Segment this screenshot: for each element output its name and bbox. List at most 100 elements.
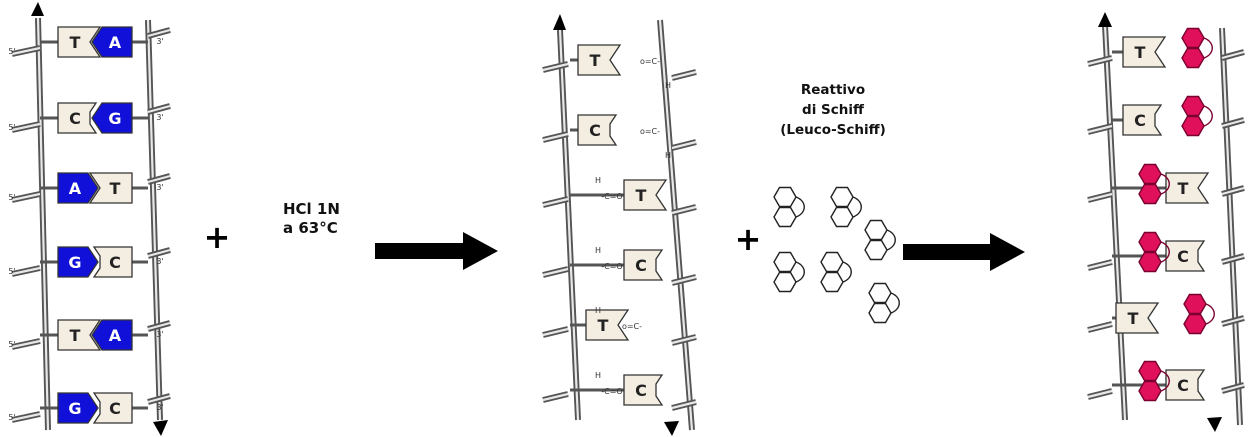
schiff-molecule-2-bridge (886, 229, 896, 251)
p2-conn-left-4-core (542, 327, 569, 337)
pair-0-right-shape (91, 26, 133, 58)
p2-left-backbone-core (558, 29, 580, 421)
p3-schiff-bound-1-ring-1 (1181, 95, 1205, 117)
pair-0-left-letter: T (70, 33, 81, 52)
p3-schiff-bound-3-bridge (1160, 241, 1170, 263)
p2-conn-left-1-core (542, 132, 569, 142)
connector-right-3-core (147, 248, 171, 258)
p2-strand-arrow (664, 421, 679, 436)
pair-5-right-shape (92, 392, 133, 424)
schiff-reagent-label: Reattivo di Schiff (Leuco-Schiff) (758, 80, 908, 140)
p2-base-1-shape (577, 114, 618, 146)
reagent-line-2: di Schiff (802, 102, 864, 118)
schiff-molecule-3-ring-2 (773, 271, 797, 293)
p3-base-4-letter: T (1128, 309, 1139, 328)
connector-left-0-core (11, 46, 41, 56)
p3-base-3-letter: C (1177, 247, 1189, 266)
connector-right-2-core (147, 174, 171, 184)
p2-base-5-shape (623, 374, 664, 406)
p3-base-5-shape (1165, 369, 1206, 401)
p3-schiff-bound-5-bridge (1160, 370, 1170, 392)
schiff-molecule-4-bridge (842, 261, 852, 283)
schiff-molecule-2-ring-1 (864, 219, 888, 241)
plus-sign-1: + (204, 218, 231, 256)
p3-base-2-shape (1165, 172, 1210, 204)
schiff-molecule-5-ring-2 (868, 302, 892, 324)
connector-right-4-core (147, 321, 171, 331)
end-3-label-3: 3' (156, 257, 163, 266)
p3-schiff-bound-4-ring-1 (1183, 293, 1207, 315)
p2-base-3-shape (623, 249, 664, 281)
pair-1-right-letter: G (108, 109, 121, 128)
pair-1-left-shape (57, 102, 98, 134)
p2-conn-left-5-core (542, 392, 569, 402)
connector-left-5-core (11, 412, 41, 422)
p3-conn-right-0-core (1221, 50, 1245, 60)
pair-4-left-shape (57, 319, 102, 351)
pair-5-left-shape (57, 392, 99, 424)
p3-schiff-bound-1-bridge (1203, 105, 1213, 127)
p3-conn-right-1-core (1221, 118, 1245, 128)
pair-3-left-letter: G (68, 253, 81, 272)
p2-base-2-shape (623, 179, 668, 211)
p3-schiff-bound-2-ring-2 (1138, 183, 1162, 205)
p2-base-4-letter: T (598, 316, 609, 335)
p3-schiff-bound-2-bridge (1160, 173, 1170, 195)
end-3-label-4: 3' (156, 330, 163, 339)
p2-aldehyde-3: -C=O (601, 262, 622, 271)
schiff-molecule-4-ring-2 (820, 271, 844, 293)
p3-schiff-bound-4-ring-2 (1183, 313, 1207, 335)
schiff-molecule-3-bridge (795, 261, 805, 283)
end-5-label-5: 5' (8, 413, 15, 422)
pair-0-right-letter: A (109, 33, 122, 52)
reaction-arrow-1 (375, 232, 498, 270)
connector-right-5-core (147, 394, 171, 404)
p2-hydrogen-1: H (665, 151, 671, 160)
schiff-molecule-0-ring-1 (773, 186, 797, 208)
p2-aldehyde-4: o=C- (622, 322, 642, 331)
schiff-reagent-molecules (773, 186, 900, 324)
schiff-molecule-5-bridge (890, 292, 900, 314)
p3-schiff-bound-0-ring-1 (1181, 27, 1205, 49)
p3-conn-left-2-core (1087, 192, 1113, 202)
p2-conn-left-0-core (542, 62, 569, 72)
p2-hydrogen-2: H (595, 176, 601, 185)
p3-conn-left-1-core (1087, 124, 1113, 134)
end-5-label-3: 5' (8, 267, 15, 276)
p3-schiff-bound-0-ring-2 (1181, 47, 1205, 69)
left-backbone-core (36, 17, 50, 431)
end-3-label-0: 3' (156, 37, 163, 46)
p3-base-2-letter: T (1178, 179, 1189, 198)
p3-conn-right-2-core (1221, 186, 1245, 196)
p3-schiff-bound-1-ring-2 (1181, 115, 1205, 137)
p2-aldehyde-1: o=C- (640, 127, 660, 136)
p3-schiff-bound-2-ring-1 (1138, 163, 1162, 185)
end-3-label-1: 3' (156, 113, 163, 122)
connector-left-4-core (11, 339, 41, 349)
end-5-label-1: 5' (8, 123, 15, 132)
p3-schiff-bound-5-ring-2 (1138, 380, 1162, 402)
p2-conn-right-4-core (671, 335, 697, 345)
p2-base-5-letter: C (635, 381, 647, 400)
p2-conn-right-3-core (671, 275, 697, 285)
p2-base-1-letter: C (589, 121, 601, 140)
p2-aldehyde-5: -C=O (601, 387, 622, 396)
p3-schiff-bound-3-ring-1 (1138, 231, 1162, 253)
end-5-label-4: 5' (8, 340, 15, 349)
strand-arrow-top (31, 2, 44, 16)
p3-conn-right-3-core (1221, 254, 1245, 264)
pair-2-left-shape (57, 172, 99, 204)
p2-aldehyde-2: -C=O (601, 192, 622, 201)
p2-base-0-shape (577, 44, 622, 76)
schiff-molecule-2-ring-2 (864, 239, 888, 261)
schiff-molecule-1-ring-1 (830, 186, 854, 208)
p2-conn-left-2-core (542, 197, 569, 207)
schiff-molecule-1-bridge (852, 196, 862, 218)
pair-3-right-shape (92, 246, 133, 278)
p2-strand-arrow-top (553, 14, 566, 30)
reagent-line-3: (Leuco-Schiff) (780, 122, 886, 138)
schiff-molecule-1-ring-2 (830, 206, 854, 228)
